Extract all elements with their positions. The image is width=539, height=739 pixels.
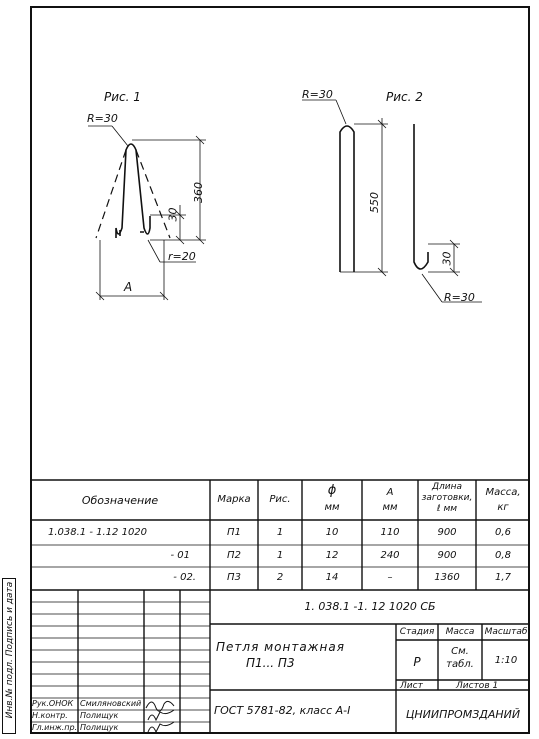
fig1-loop-inner: [119, 230, 144, 236]
fig1-30-label: 30: [166, 207, 180, 222]
row2-designation: - 01: [170, 550, 190, 561]
row3-diameter: 14: [325, 572, 339, 583]
fig1-dashed-left: [95, 149, 127, 239]
material-standard: ГОСТ 5781-82, класс А-I: [214, 704, 351, 717]
header-fig: Рис.: [269, 494, 291, 505]
fig2-right-hook: [413, 124, 429, 270]
header-a-symbol: А: [386, 487, 394, 498]
header-length-3: ℓ мм: [436, 504, 458, 514]
row3-a: –: [387, 572, 393, 583]
signature-scribbles: [145, 700, 175, 734]
header-length-2: заготовки,: [421, 493, 473, 503]
row2-mass: 0,8: [495, 550, 511, 561]
header-mark: Марка: [217, 494, 251, 505]
row2-fig: 1: [276, 550, 284, 561]
fig2-title: Рис. 2: [386, 90, 423, 104]
row1-a: 110: [380, 527, 400, 538]
row3-designation: - 02.: [173, 572, 196, 583]
row1-designation: 1.038.1 - 1.12 1020: [48, 527, 148, 538]
header-mass-1: Масса,: [485, 487, 521, 498]
row2-diameter: 12: [325, 550, 339, 561]
doc-code: 1. 038.1 -1. 12 1020 СБ: [304, 600, 436, 613]
fig1-loop: [115, 143, 151, 238]
row1-fig: 1: [276, 527, 284, 538]
fig2-30-label: 30: [440, 251, 454, 266]
doc-name-line2: П1... П3: [246, 656, 295, 670]
mass-value-1: См.: [451, 646, 469, 657]
side-stamp: Инв.№ подл. Подпись и дата: [2, 578, 16, 734]
row1-mass: 0,6: [495, 527, 511, 538]
row3-fig: 2: [276, 572, 284, 583]
header-designation: Обозначение: [81, 494, 159, 507]
mass-value-2: табл.: [446, 659, 474, 670]
fig2-radius-bottom-label: R=30: [444, 291, 475, 304]
fig1-height-label: 360: [192, 182, 205, 203]
sheet-label: Лист: [400, 681, 423, 691]
fig1-title: Рис. 1: [104, 90, 141, 104]
fig1-a-label: A: [124, 280, 133, 294]
row1-mark: П1: [227, 527, 241, 538]
header-length-1: Длина: [431, 482, 463, 492]
row2-a: 240: [380, 550, 400, 561]
fig1-dashed-right: [135, 149, 171, 239]
row1-length: 900: [437, 527, 457, 538]
drawing-frame: [30, 6, 530, 734]
organization: ЦНИИПРОМЗДАНИЙ: [405, 708, 521, 721]
signer3-name: Полищук: [80, 723, 119, 732]
fig2-left-loop: [339, 125, 355, 272]
fig1-radius-label: R=30: [87, 112, 118, 125]
header-mass-2: кг: [497, 502, 509, 513]
scale-value: 1:10: [494, 655, 518, 666]
row2-length: 900: [437, 550, 457, 561]
fig2-radius-top-label: R=30: [302, 88, 333, 101]
doc-name-line1: Петля монтажная: [216, 640, 345, 654]
sheets-label: Листов 1: [456, 681, 499, 691]
row2-mark: П2: [227, 550, 241, 561]
mass-label: Масса: [445, 627, 475, 637]
row3-mark: П3: [227, 572, 241, 583]
header-diameter-unit: мм: [324, 502, 340, 513]
row1-diameter: 10: [325, 527, 339, 538]
fig1-r-bottom-label: r=20: [168, 250, 196, 263]
spec-table-grid: [30, 479, 530, 591]
row3-length: 1360: [434, 572, 460, 583]
signer3-role: Гл.инж.пр.: [32, 723, 78, 732]
stage-value: Р: [413, 655, 421, 669]
stage-label: Стадия: [399, 627, 435, 637]
fig2-height-label: 550: [368, 192, 381, 213]
signer1-role: Рук.ОНОК: [32, 699, 74, 708]
header-a-unit: мм: [382, 502, 398, 513]
signer2-name: Полищук: [80, 711, 119, 720]
signer1-name: Смиляновский: [80, 699, 142, 708]
row3-mass: 1,7: [495, 572, 511, 583]
scale-label: Масштаб: [484, 627, 528, 637]
signer2-role: Н.контр.: [32, 711, 68, 720]
header-diameter-symbol: ϕ: [327, 483, 337, 498]
